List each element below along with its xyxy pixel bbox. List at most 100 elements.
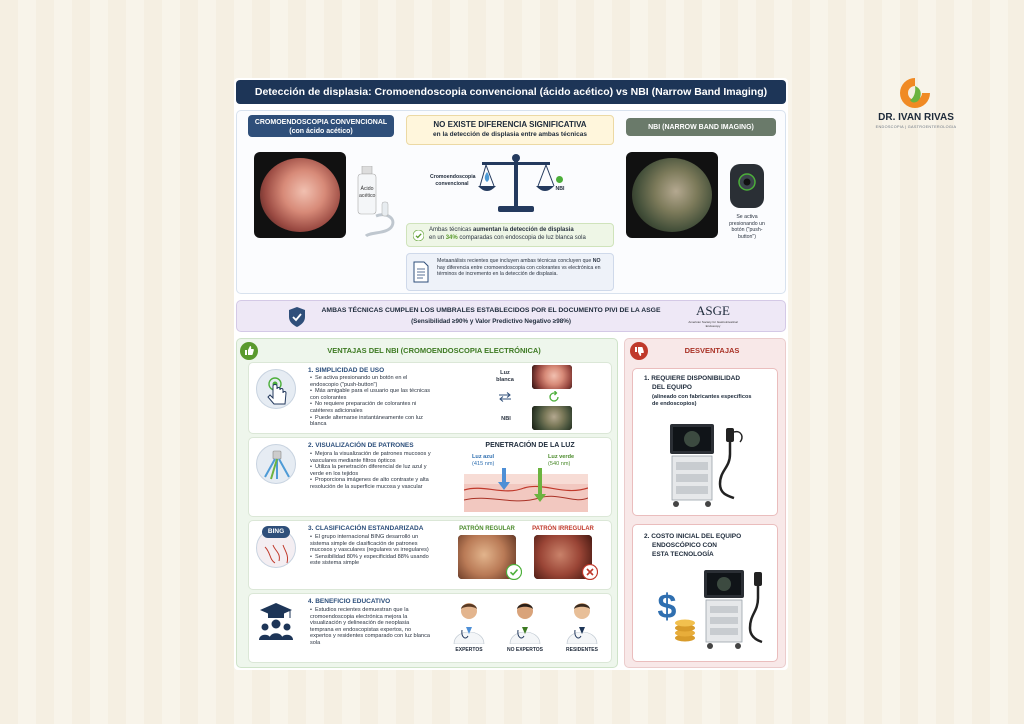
right-technique-label-text: NBI (NARROW BAND IMAGING) xyxy=(648,124,754,131)
thumbs-down-icon xyxy=(630,342,648,360)
advantage-title-3: 3. CLASIFICACIÓN ESTANDARIZADA xyxy=(308,525,424,532)
advantage-bullets-2: Mejora la visualización de patrones muco… xyxy=(310,451,434,491)
doctor-non-expert-icon xyxy=(509,603,541,644)
dis-1-sub: (alineado con fabricantes específicos de… xyxy=(652,394,752,407)
meta-analysis-text: Metaanálisis recientes que incluyen amba… xyxy=(437,258,609,278)
green-light-label: Luz verde xyxy=(548,454,575,460)
doctor-expert: EXPERTOS xyxy=(448,600,490,656)
brand-name: DR. IVAN RIVAS xyxy=(878,112,954,123)
graduation-group-icon xyxy=(259,603,293,640)
blue-light-label: Luz azul xyxy=(472,454,495,460)
green-text-1: Ambas técnicas xyxy=(429,227,474,233)
scale-left-label: Cromoendoscopia convencional xyxy=(430,174,476,187)
expert-label: EXPERTOS xyxy=(455,647,483,653)
regular-pattern-label: PATRÓN REGULAR xyxy=(459,526,515,532)
bullet-2-2: Utiliza la penetración diferencial de lu… xyxy=(310,464,434,477)
nbi-thumb-label: NBI xyxy=(501,416,511,422)
refresh-icon xyxy=(549,391,559,402)
green-text-3: comparadas con endoscopia de luz blanca … xyxy=(457,234,586,241)
left-technique-label-text: CROMOENDOSCOPIA CONVENCIONAL (con ácido … xyxy=(254,119,388,135)
x-circle-icon xyxy=(582,564,598,580)
brand-subtitle: ENDOSCOPIA | GASTROENTEROLOGIA xyxy=(875,125,957,129)
white-light-label: Luz blanca xyxy=(496,370,514,383)
green-bold: aumentan la detección de displasia xyxy=(473,227,574,233)
thumbs-up-icon xyxy=(240,342,258,360)
asge-line-2: (Sensibilidad ≥90% y Valor Predictivo Ne… xyxy=(411,318,571,325)
asge-logo: ASGE xyxy=(696,303,730,318)
white-light-thumb xyxy=(532,365,572,389)
scale-right-label: NBI xyxy=(555,186,565,192)
detection-increase-box: Ambas técnicas aumentan la detección de … xyxy=(406,223,614,247)
meta-analysis-box: Metaanálisis recientes que incluyen amba… xyxy=(406,253,614,291)
non-expert-label: NO EXPERTOS xyxy=(506,647,544,653)
blue-text-1: Metaanálisis recientes que incluyen amba… xyxy=(437,258,593,264)
dis-1-title-2: DEL EQUIPO xyxy=(652,384,692,391)
asge-logo-sub: American Society for Gastrointestinal En… xyxy=(688,320,738,328)
dis-2-title-3: ESTA TECNOLOGÍA xyxy=(652,551,714,558)
nbi-thumb xyxy=(532,406,572,430)
hand-push-icon xyxy=(256,369,296,409)
advantage-title-1: 1. SIMPLICIDAD DE USO xyxy=(308,367,385,374)
coin-stack-icon xyxy=(675,619,695,642)
bottle-label: Ácido acético xyxy=(359,186,376,199)
resident-label: RESIDENTES xyxy=(566,647,598,653)
bullet-2-3: Proporciona imágenes de alto contraste y… xyxy=(310,477,434,490)
bing-badge: BING xyxy=(262,526,290,538)
brand-logo: DR. IVAN RIVAS ENDOSCOPIA | GASTROENTERO… xyxy=(868,76,964,132)
advantage-bullets-4: Estudios recientes demuestran que la cro… xyxy=(310,607,434,647)
tissue-penetration-diagram xyxy=(464,468,588,512)
advantage-title-2: 2. VISUALIZACIÓN DE PATRONES xyxy=(308,442,414,449)
balance-scale-icon xyxy=(478,154,555,212)
page-title: Detección de displasia: Cromoendoscopia … xyxy=(236,80,786,104)
brand-emblem-icon xyxy=(900,78,930,108)
acid-bottle-icon xyxy=(357,166,395,238)
advantages-header: VENTAJAS DEL NBI (CROMOENDOSCOPIA ELECTR… xyxy=(327,346,541,355)
equipment-cost-tower-icon xyxy=(704,570,763,649)
check-circle-icon xyxy=(506,564,522,580)
left-technique-label: CROMOENDOSCOPIA CONVENCIONAL (con ácido … xyxy=(248,115,394,137)
green-pct: 34% xyxy=(445,234,458,241)
bullet-1-2: Más amigable para el usuario que las téc… xyxy=(310,388,430,401)
nbi-thumb-view xyxy=(532,406,572,430)
bullet-4-1: Estudios recientes demuestran que la cro… xyxy=(310,607,434,647)
bullet-1-3: No requiere preparación de colorantes ni… xyxy=(310,401,430,414)
nbi-endoscopy-image xyxy=(626,152,718,238)
acetic-endoscopy-image xyxy=(254,152,346,238)
dis-2-title-1: 2. COSTO INICIAL DEL EQUIPO xyxy=(644,533,742,540)
asge-line-1: AMBAS TÉCNICAS CUMPLEN LOS UMBRALES ESTA… xyxy=(321,307,661,314)
irregular-pattern-label: PATRÓN IRREGULAR xyxy=(532,526,594,532)
doctor-resident-icon xyxy=(566,603,598,644)
nbi-endoscopy-view xyxy=(632,158,712,232)
blue-bold: NO xyxy=(592,258,601,264)
document-icon xyxy=(413,261,429,283)
blue-text-2: hay diferencia entre cromoendoscopia con… xyxy=(437,264,601,278)
dis-1-title-1: 1. REQUIERE DISPONIBILIDAD xyxy=(644,375,741,382)
no-difference-title: NO EXISTE DIFERENCIA SIGNIFICATIVA xyxy=(433,120,587,129)
disadvantages-header: DESVENTAJAS xyxy=(684,346,740,355)
green-text-2: en un xyxy=(429,234,446,241)
dollar-sign: $ xyxy=(657,588,677,626)
push-button-device-icon xyxy=(730,164,764,208)
advantage-row-education xyxy=(248,593,612,663)
nbi-dot xyxy=(556,176,563,183)
penetration-title: PENETRACIÓN DE LA LUZ xyxy=(485,442,575,449)
white-light-thumb-view xyxy=(532,365,572,389)
blue-light-nm: (415 nm) xyxy=(472,461,495,467)
right-technique-label: NBI (NARROW BAND IMAGING) xyxy=(626,118,776,136)
no-difference-box: NO EXISTE DIFERENCIA SIGNIFICATIVA en la… xyxy=(406,115,614,145)
bullet-2-1: Mejora la visualización de patrones muco… xyxy=(310,451,434,464)
endoscopy-tower-icon xyxy=(670,424,743,507)
swap-arrows-icon xyxy=(499,392,511,402)
doctor-non-expert: NO EXPERTOS xyxy=(502,600,548,656)
light-beams-icon xyxy=(256,444,296,484)
bullet-1-1: Se activa presionando un botón en el end… xyxy=(310,375,430,388)
shield-check-icon xyxy=(289,307,305,327)
acetic-endoscopy-view xyxy=(260,158,340,232)
green-light-nm: (540 nm) xyxy=(548,461,571,467)
check-icon xyxy=(413,230,424,241)
button-caption: Se activa presionando un botón ("push-bu… xyxy=(729,214,765,240)
hand-pointer-icon xyxy=(267,377,287,405)
detection-increase-text: Ambas técnicas aumentan la detección de … xyxy=(429,227,609,242)
advantage-bullets-1: Se activa presionando un botón en el end… xyxy=(310,375,430,428)
light-filter-icon xyxy=(264,450,290,480)
